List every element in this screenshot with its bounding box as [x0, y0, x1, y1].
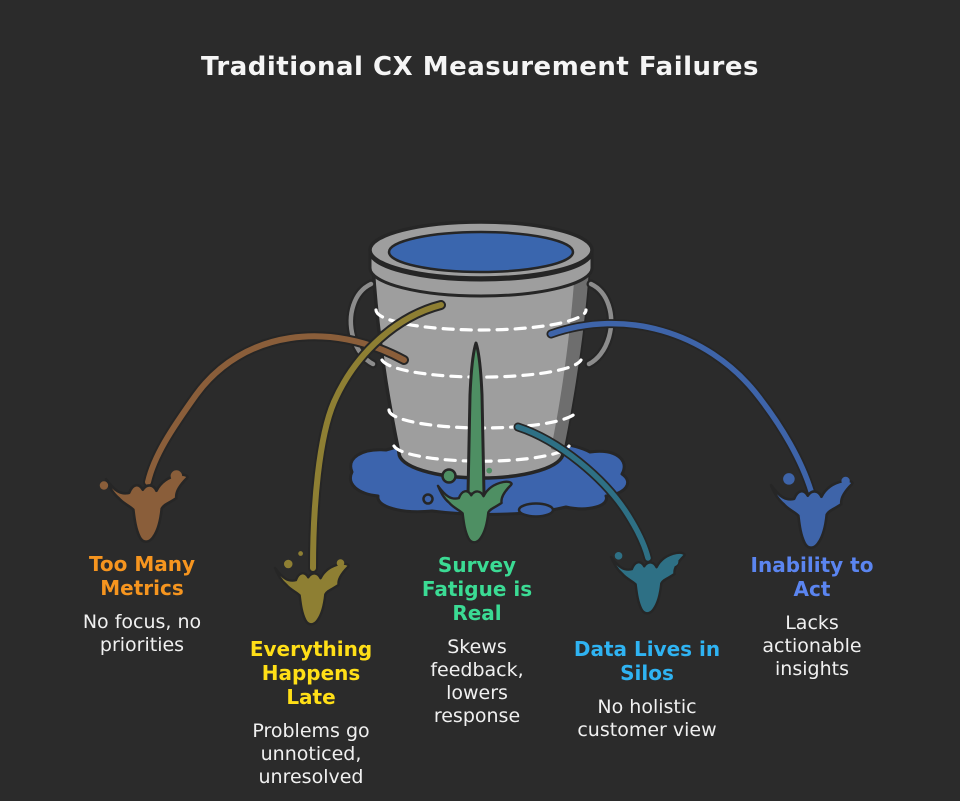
- stream-too-many-metrics: [143, 331, 409, 487]
- failure-inability-to-act: Inability to Act Lacks actionable insigh…: [751, 553, 874, 681]
- failure-label: Too Many Metrics: [88, 552, 196, 600]
- splash-everything-happens-late: [273, 551, 350, 626]
- splashes: [99, 467, 854, 626]
- failure-description: Problems go unnoticed, unresolved: [252, 720, 370, 788]
- stream-data-lives-in-silos: [513, 422, 653, 563]
- failure-description: Lacks actionable insights: [762, 612, 862, 680]
- water-surface: [387, 230, 575, 274]
- failure-survey-fatigue: Survey Fatigue is Real Skews feedback, l…: [422, 553, 532, 728]
- failure-label: Data Lives in Silos: [573, 637, 721, 685]
- failure-data-lives-in-silos: Data Lives in Silos No holistic customer…: [574, 637, 720, 742]
- bucket-shade-right: [551, 268, 589, 453]
- failure-description: No holistic customer view: [577, 696, 717, 741]
- splash-data-lives-in-silos: [609, 551, 686, 615]
- failure-label: Inability to Act: [750, 553, 874, 601]
- failure-description: Skews feedback, lowers response: [430, 636, 524, 727]
- diagram-title: Traditional CX Measurement Failures: [201, 52, 759, 82]
- puddle-front-drop: [517, 502, 555, 518]
- splash-too-many-metrics: [99, 470, 189, 543]
- splash-survey-fatigue: [436, 467, 513, 544]
- leak-streams: [143, 300, 816, 573]
- failure-label: Survey Fatigue is Real: [421, 553, 533, 625]
- failure-label: Everything Happens Late: [249, 637, 373, 709]
- failure-description: No focus, no priorities: [82, 611, 202, 656]
- bucket-handle-right: [584, 279, 616, 369]
- stream-inability-to-act: [546, 319, 816, 496]
- leak-hole: [441, 468, 457, 484]
- bucket-rim-band: [368, 251, 594, 298]
- stream-everything-happens-late: [308, 300, 446, 573]
- splash-inability-to-act: [769, 473, 854, 549]
- failure-everything-happens-late: Everything Happens Late Problems go unno…: [250, 637, 372, 789]
- failure-too-many-metrics: Too Many Metrics No focus, no priorities: [83, 552, 201, 657]
- puddle-dot: [422, 493, 434, 505]
